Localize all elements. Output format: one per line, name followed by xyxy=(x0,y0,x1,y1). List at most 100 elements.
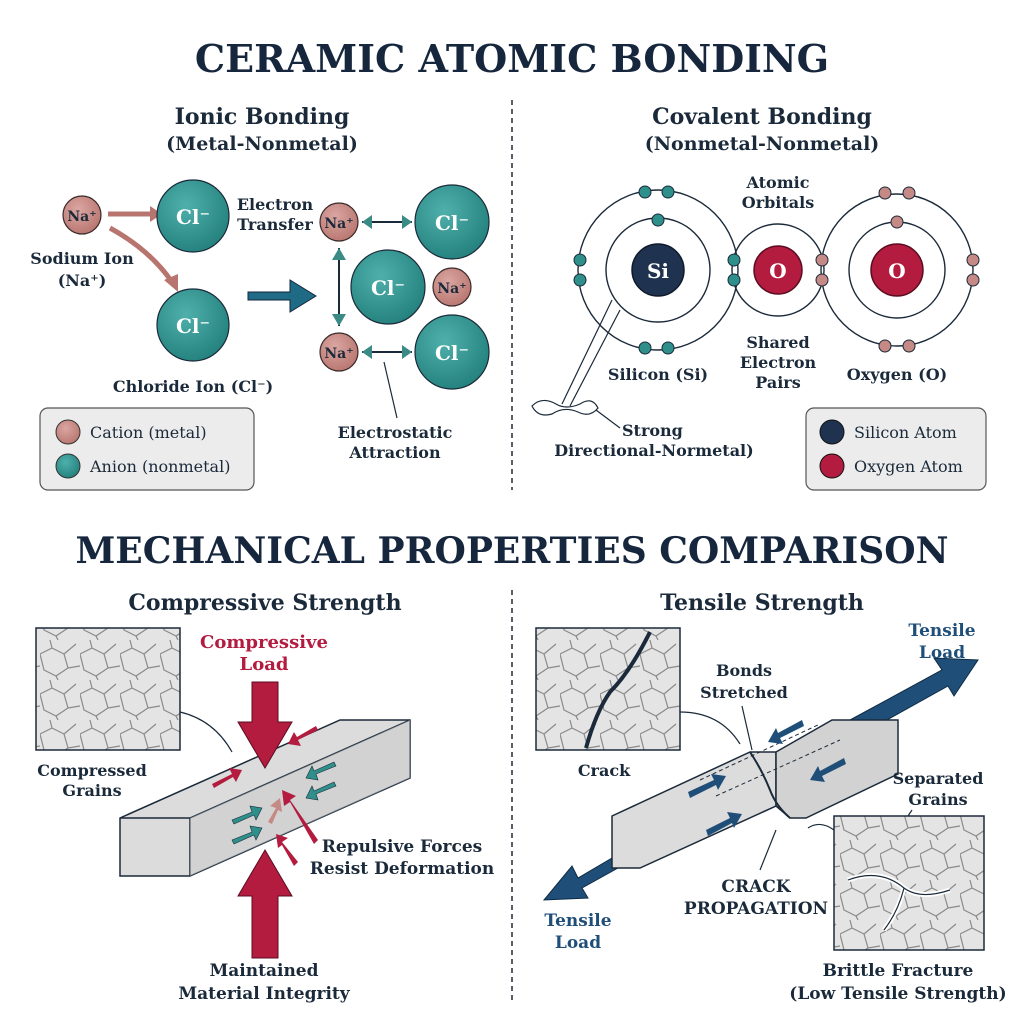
tensile-load-bottom-1: Tensile xyxy=(544,911,611,931)
bond-leader xyxy=(569,309,621,407)
silicon-symbol: Si xyxy=(647,259,669,283)
silicon-nucleus xyxy=(631,243,685,297)
force-arrow xyxy=(231,805,263,825)
oxygen-middle-orbit xyxy=(731,223,825,317)
force-arrow xyxy=(212,768,242,788)
integrity-label-2: Material Integrity xyxy=(178,984,350,1004)
tension-small-arrows xyxy=(688,720,846,836)
electron xyxy=(966,253,980,267)
silicon-swatch xyxy=(819,419,845,445)
force-arrow xyxy=(231,825,263,845)
sodium-ion-label: Na⁺ xyxy=(67,209,96,225)
shared-electron xyxy=(815,273,829,287)
crack-propagation-2: PROPAGATION xyxy=(684,899,828,919)
compressive-load-arrow-bottom xyxy=(237,849,293,959)
crack-grains-image xyxy=(535,627,681,751)
bond-leader xyxy=(561,299,613,405)
crack-propagation-1: CRACK xyxy=(721,877,791,897)
tensile-load-top-2: Load xyxy=(919,643,965,663)
anion-swatch xyxy=(55,453,81,479)
electron xyxy=(878,339,892,353)
grains-label-1: Compressed xyxy=(37,761,147,780)
compressive-panel: Compressive Strength Compressed Grains C… xyxy=(35,590,494,1004)
oxygen-swatch xyxy=(819,453,845,479)
electron xyxy=(902,186,916,200)
grains-leader xyxy=(179,711,233,753)
chloride-ion-top xyxy=(156,179,230,253)
electrostatic-label-2: Attraction xyxy=(348,443,441,462)
covalent-title: Covalent Bonding xyxy=(652,104,872,130)
electron xyxy=(638,341,652,355)
tensile-bar-right xyxy=(775,719,899,819)
sodium-ion xyxy=(62,195,102,235)
attraction-arrowheads xyxy=(362,345,412,359)
tensile-arrow-bottom xyxy=(542,857,619,901)
transfer-arrow-head xyxy=(150,206,162,222)
lattice-chloride xyxy=(414,314,490,390)
force-arrow xyxy=(688,774,726,798)
covalent-subtitle: (Nonmetal-Nonmetal) xyxy=(645,133,880,155)
electron xyxy=(890,215,904,229)
electron xyxy=(902,339,916,353)
compressive-load-arrow-top xyxy=(237,681,293,769)
silicon-label: Silicon (Si) xyxy=(608,365,708,384)
separated-grains-image xyxy=(833,815,985,951)
cation-swatch xyxy=(55,419,81,445)
mechanical-title: MECHANICAL PROPERTIES COMPARISON xyxy=(75,530,949,572)
oxygen-nucleus-2 xyxy=(870,243,924,297)
ionic-lattice: Na⁺ Cl⁻ Cl⁻ Na⁺ Na⁺ Cl⁻ xyxy=(319,184,490,390)
legend-cation-label: Cation (metal) xyxy=(90,423,207,442)
bonds-label-1: Bonds xyxy=(716,661,772,680)
propagation-leader xyxy=(759,829,777,871)
oxygen-symbol-1: O xyxy=(769,259,786,283)
shared-electron xyxy=(815,253,829,267)
force-arrow xyxy=(282,790,318,844)
fracture-gap-outline xyxy=(847,874,951,931)
compressive-load-label-2: Load xyxy=(240,654,289,675)
tensile-panel: Tensile Strength Crack Bonds Stretched T… xyxy=(535,590,1007,1004)
electron-transfer-label-1: Electron xyxy=(237,195,314,214)
covalent-legend: Silicon Atom Oxygen Atom xyxy=(805,407,987,491)
chloride-label: Chloride Ion (Cl⁻) xyxy=(113,377,273,396)
brittle-label-1: Brittle Fracture xyxy=(823,961,974,981)
force-arrow xyxy=(706,812,742,836)
oxygen-symbol-2: O xyxy=(888,259,905,283)
electron xyxy=(651,213,665,227)
ionic-subtitle: (Metal-Nonmetal) xyxy=(166,133,358,155)
chloride-ion-bottom-label: Cl⁻ xyxy=(176,314,210,338)
repulsive-label-1: Repulsive Forces xyxy=(322,837,482,857)
legend-anion-label: Anion (nonmetal) xyxy=(89,457,230,476)
force-arrow xyxy=(268,798,282,824)
electron xyxy=(573,253,587,267)
oxygen-label: Oxygen (O) xyxy=(847,365,947,384)
crack-line xyxy=(584,631,652,749)
strong-label-1: Strong xyxy=(622,421,683,440)
legend-oxygen-label: Oxygen Atom xyxy=(854,457,963,476)
crack-label: Crack xyxy=(578,761,631,780)
attraction-arrowheads xyxy=(362,215,412,229)
main-title: CERAMIC ATOMIC BONDING xyxy=(194,36,830,81)
bonds-label-2: Stretched xyxy=(700,683,788,702)
lattice-sodium-label: Na⁺ xyxy=(437,281,466,297)
brittle-label-2: (Low Tensile Strength) xyxy=(789,984,1006,1004)
lattice-sodium xyxy=(319,202,359,242)
electron xyxy=(878,186,892,200)
strong-leader xyxy=(595,409,621,429)
force-arrow xyxy=(305,781,337,801)
compressed-grains-image xyxy=(35,627,181,751)
electrostatic-leader xyxy=(383,361,398,419)
bond-icon xyxy=(531,399,599,416)
electron-set xyxy=(573,185,980,355)
electron xyxy=(573,273,587,287)
orbitals-label-1: Atomic xyxy=(746,173,810,192)
lattice-sodium-label: Na⁺ xyxy=(324,216,353,232)
lattice-sodium xyxy=(432,267,472,307)
electron xyxy=(661,341,675,355)
compressive-load-label-1: Compressive xyxy=(200,632,328,653)
separated-label-1: Separated xyxy=(893,769,984,788)
ionic-legend-box xyxy=(39,407,255,491)
lattice-chloride-label: Cl⁻ xyxy=(435,211,469,235)
ionic-legend: Cation (metal) Anion (nonmetal) xyxy=(39,407,255,491)
stretched-bond xyxy=(715,739,841,797)
